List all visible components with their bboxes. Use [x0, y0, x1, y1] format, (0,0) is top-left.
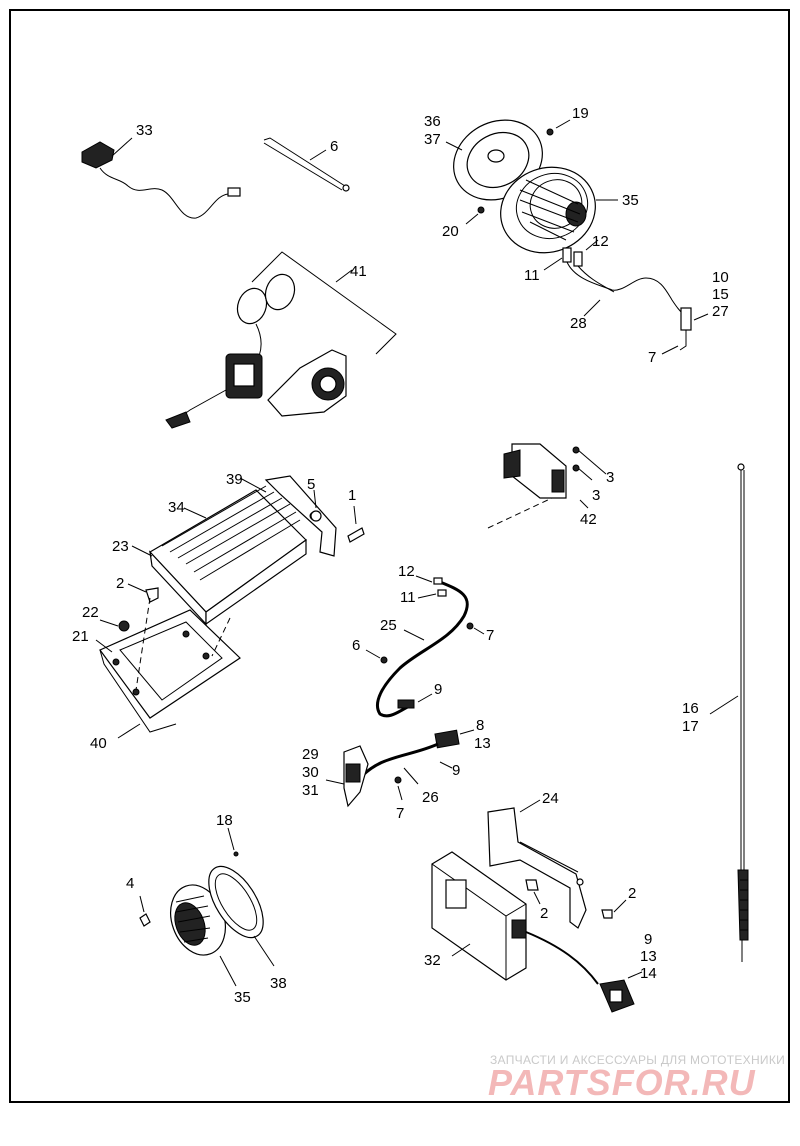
- callout-35b: 35: [234, 989, 251, 1006]
- part-28-speaker-harness: [543, 239, 709, 355]
- part-2-screw-b: [525, 879, 541, 905]
- part-1-screw: [347, 505, 365, 543]
- part-6-cable-tie: [263, 137, 350, 192]
- callout-18: 18: [216, 812, 233, 829]
- callout-36: 36: [424, 113, 441, 130]
- callout-42: 42: [580, 511, 597, 528]
- part-35-speaker-b: [139, 827, 275, 987]
- callout-3b: 3: [592, 487, 600, 504]
- callout-26: 26: [422, 789, 439, 806]
- callout-40: 40: [90, 735, 107, 752]
- part-16-antenna-mast: [709, 463, 749, 962]
- callout-27: 27: [712, 303, 729, 320]
- diagram-frame: [9, 9, 790, 1103]
- part-22-grommet: [99, 619, 130, 632]
- callout-5: 5: [307, 476, 315, 493]
- callout-9b: 9: [452, 762, 460, 779]
- callout-32: 32: [424, 952, 441, 969]
- callout-1: 1: [348, 487, 356, 504]
- callout-9c: 9: [644, 931, 652, 948]
- callout-2c: 2: [540, 905, 548, 922]
- callout-37: 37: [424, 131, 441, 148]
- callout-9a: 9: [434, 681, 442, 698]
- callout-22: 22: [82, 604, 99, 621]
- part-35-speaker: [500, 166, 618, 254]
- callout-10: 10: [712, 269, 729, 286]
- part-5-nut: [310, 489, 322, 522]
- callout-29: 29: [302, 746, 319, 763]
- callout-3a: 3: [606, 469, 614, 486]
- callout-7c: 7: [396, 805, 404, 822]
- callout-35a: 35: [622, 192, 639, 209]
- callout-12b: 12: [398, 563, 415, 580]
- part-24-bracket: [487, 799, 587, 929]
- part-40-mounting-plate: [95, 597, 241, 739]
- callout-16: 16: [682, 700, 699, 717]
- part-25-harness: [365, 575, 485, 718]
- callout-4: 4: [126, 875, 134, 892]
- callout-34: 34: [168, 499, 185, 516]
- part-41-headset-kit: [165, 251, 397, 429]
- callout-33: 33: [136, 122, 153, 139]
- part-34-amplifier: [131, 475, 337, 626]
- callout-8: 8: [476, 717, 484, 734]
- callout-15: 15: [712, 286, 729, 303]
- part-33-gps-antenna: [81, 137, 241, 219]
- callout-41: 41: [350, 263, 367, 280]
- callout-25: 25: [380, 617, 397, 634]
- callout-13b: 13: [640, 948, 657, 965]
- callout-19: 19: [572, 105, 589, 122]
- callout-2b: 2: [628, 885, 636, 902]
- part-19-screw: [546, 119, 571, 136]
- callout-11a: 11: [524, 267, 540, 284]
- callout-12a: 12: [592, 233, 609, 250]
- part-32-radio-module: [431, 851, 643, 1013]
- callout-13a: 13: [474, 735, 491, 752]
- callout-20: 20: [442, 223, 459, 240]
- callout-11b: 11: [400, 589, 416, 606]
- callout-24: 24: [542, 790, 559, 807]
- callout-28: 28: [570, 315, 587, 332]
- watermark-tagline: ЗАПЧАСТИ И АКСЕССУАРЫ ДЛЯ МОТОТЕХНИКИ: [490, 1053, 786, 1067]
- part-26-harness: [325, 729, 475, 808]
- callout-2a: 2: [116, 575, 124, 592]
- part-2-screw-c: [601, 899, 627, 919]
- part-20-screw: [465, 206, 485, 225]
- watermark-brand: PARTSFOR.RU: [488, 1062, 756, 1103]
- callout-31: 31: [302, 782, 319, 799]
- part-2-screw-a: [127, 583, 159, 603]
- callout-7b: 7: [486, 627, 494, 644]
- callout-39: 39: [226, 471, 243, 488]
- part-42-module: [487, 443, 607, 529]
- callout-6a: 6: [330, 138, 338, 155]
- callout-14: 14: [640, 965, 657, 982]
- callout-30: 30: [302, 764, 319, 781]
- callout-21: 21: [72, 628, 89, 645]
- callout-7a: 7: [648, 349, 656, 366]
- callout-6b: 6: [352, 637, 360, 654]
- callout-17: 17: [682, 718, 699, 735]
- callout-38: 38: [270, 975, 287, 992]
- callout-23: 23: [112, 538, 129, 555]
